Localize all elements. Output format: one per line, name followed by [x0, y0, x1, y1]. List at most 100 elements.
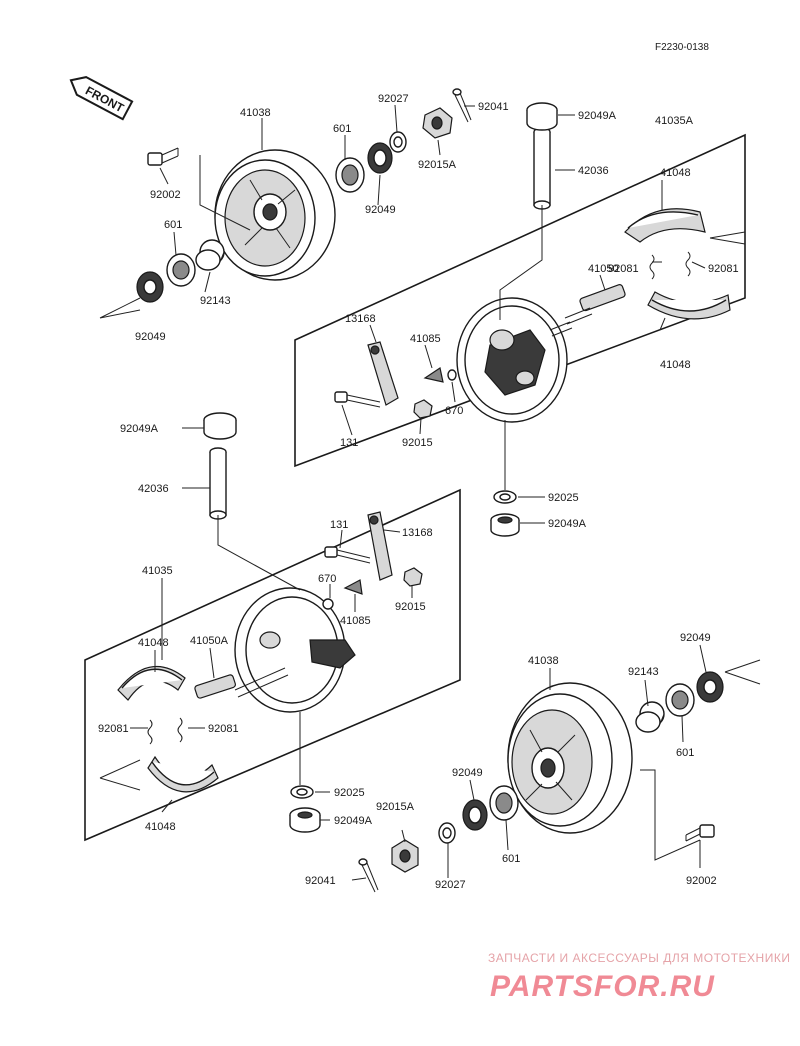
- seal-92049-lower-a: [696, 671, 724, 703]
- collar-92143-upper: [195, 239, 225, 271]
- washer-92025-lower: [290, 785, 314, 799]
- label-42036-lower: 42036: [138, 483, 169, 495]
- label-92081-lower-a: 92081: [98, 723, 129, 735]
- label-601-upper-b: 601: [164, 219, 182, 231]
- brake-shoe-41048-upper-b: [647, 291, 731, 320]
- brake-drum-upper: [214, 149, 336, 281]
- label-13168-lower: 13168: [402, 527, 433, 539]
- label-92015-lower: 92015: [395, 601, 426, 613]
- watermark-tagline: ЗАПЧАСТИ И АКСЕССУАРЫ ДЛЯ МОТОТЕХНИКИ: [488, 951, 790, 965]
- assembly-box-upper: [294, 133, 746, 468]
- nut-92015-lower: [403, 567, 423, 587]
- cotter-pin-92041-lower: [358, 858, 379, 893]
- brake-panel-lower: [234, 587, 356, 713]
- label-131-upper: 131: [340, 437, 358, 449]
- label-41048-upper-a: 41048: [660, 167, 691, 179]
- label-92002-upper: 92002: [150, 189, 181, 201]
- brake-shoe-41048-upper-a: [624, 208, 706, 243]
- bolt-92002-lower: [685, 824, 715, 842]
- label-41050A: 41050A: [190, 635, 229, 647]
- label-41038-upper: 41038: [240, 107, 271, 119]
- label-92025-lower: 92025: [334, 787, 365, 799]
- nut-92015A-upper: [422, 107, 453, 139]
- seal-92049-upper-a: [367, 142, 393, 174]
- label-92027-upper: 92027: [378, 93, 409, 105]
- label-41085-upper: 41085: [410, 333, 441, 345]
- bolt-131-upper: [334, 391, 381, 408]
- label-92025-upper: 92025: [548, 492, 579, 504]
- indicator-41085-upper: [423, 367, 444, 383]
- label-92081-upper-a: 92081: [608, 263, 639, 275]
- label-41048-lower-a: 41048: [138, 637, 169, 649]
- label-601-lower-a: 601: [676, 747, 694, 759]
- label-92049A-lower-a: 92049A: [120, 423, 159, 435]
- label-92081-upper-b: 92081: [708, 263, 739, 275]
- label-92041-upper: 92041: [478, 101, 509, 113]
- label-41085-lower: 41085: [340, 615, 371, 627]
- brake-shoe-41048-lower-a: [117, 665, 186, 701]
- seal-92049A-lower-b: [289, 807, 321, 833]
- label-92049A-lower-b: 92049A: [334, 815, 373, 827]
- bolt-131-lower: [324, 546, 371, 564]
- bolt-92002-upper: [147, 147, 179, 166]
- label-41038-lower: 41038: [528, 655, 559, 667]
- label-92049-upper-b: 92049: [135, 331, 166, 343]
- label-92049-lower-a: 92049: [680, 632, 711, 644]
- brake-drum-lower: [507, 682, 633, 834]
- bearing-601-lower-b: [489, 785, 519, 821]
- label-92049A-upper-b: 92049A: [548, 518, 587, 530]
- lever-13168-lower: [367, 511, 393, 581]
- collar-92143-lower: [635, 701, 665, 733]
- seal-92049A-upper: [526, 102, 558, 131]
- spring-92081-upper-b: [685, 251, 691, 277]
- spring-92081-upper-a: [649, 254, 655, 280]
- label-92049-lower-b: 92049: [452, 767, 483, 779]
- label-601-upper-a: 601: [333, 123, 351, 135]
- indicator-41085-lower: [343, 579, 363, 595]
- bearing-601-lower-a: [665, 683, 695, 717]
- label-41035: 41035: [142, 565, 173, 577]
- washer-92027-lower: [438, 822, 456, 844]
- label-41050: 41050: [588, 263, 619, 275]
- label-92041-lower: 92041: [305, 875, 336, 887]
- seal-92049-lower-b: [462, 799, 488, 831]
- label-92015A-lower: 92015A: [376, 801, 415, 813]
- label-41048-lower-b: 41048: [145, 821, 176, 833]
- bearing-601-upper-b: [166, 253, 196, 287]
- label-92015A-upper: 92015A: [418, 159, 457, 171]
- label-92143-upper: 92143: [200, 295, 231, 307]
- nut-92015-upper: [413, 399, 433, 419]
- label-42036-upper: 42036: [578, 165, 609, 177]
- pivot-pin-42036-lower: [209, 447, 227, 520]
- label-601-lower-b: 601: [502, 853, 520, 865]
- camshaft-41050A: [194, 667, 289, 699]
- label-670-upper: 670: [445, 405, 463, 417]
- label-41035A: 41035A: [655, 115, 694, 127]
- spring-92081-lower-b: [177, 717, 183, 743]
- label-92015-upper: 92015: [402, 437, 433, 449]
- oring-670-upper: [447, 369, 457, 381]
- label-13168-upper: 13168: [345, 313, 376, 325]
- label-92049A-upper: 92049A: [578, 110, 617, 122]
- watermark-logo: PARTSFOR.RU: [490, 970, 715, 1003]
- label-92143-lower: 92143: [628, 666, 659, 678]
- spring-92081-lower-a: [147, 719, 153, 745]
- washer-92025-upper: [493, 490, 517, 504]
- nut-92015A-lower: [391, 839, 419, 873]
- diagram-code: F2230-0138: [655, 42, 709, 53]
- label-92027-lower: 92027: [435, 879, 466, 891]
- pivot-pin-42036-upper: [533, 127, 551, 210]
- seal-92049-upper-b: [136, 271, 164, 303]
- brake-shoe-41048-lower-b: [147, 755, 219, 793]
- brake-panel-upper: [456, 297, 568, 423]
- seal-92049A-upper-b: [490, 513, 520, 537]
- camshaft-41050: [549, 284, 626, 337]
- label-92002-lower: 92002: [686, 875, 717, 887]
- washer-92027-upper: [389, 131, 407, 153]
- oring-670-lower: [322, 598, 334, 610]
- label-131-lower: 131: [330, 519, 348, 531]
- front-arrow-icon: FRONT: [69, 76, 134, 121]
- label-670-lower: 670: [318, 573, 336, 585]
- seal-92049A-lower-a: [203, 412, 237, 440]
